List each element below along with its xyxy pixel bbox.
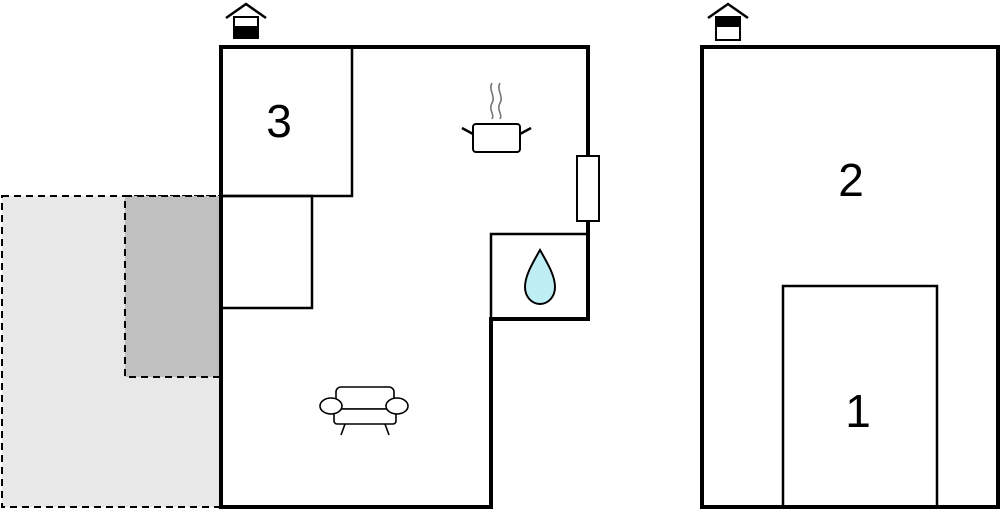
room-number-3: 3 [266, 95, 292, 147]
small-room-wall [221, 194, 314, 310]
room-1-wall [781, 284, 939, 507]
house-entrance-icon [225, 2, 267, 39]
bathroom-wall [489, 232, 588, 319]
house-entrance-icon [707, 2, 749, 41]
right-floor-plan: 2 1 [700, 2, 1000, 509]
terrace-covered-area [124, 195, 221, 378]
sofa-icon [319, 386, 409, 436]
left-floor-plan: 3 [219, 2, 600, 509]
water-drop-icon [523, 247, 557, 306]
room-number-2: 2 [838, 154, 864, 206]
cooking-pot-icon [461, 82, 532, 153]
room-number-1: 1 [845, 385, 871, 437]
right-floor-outer-wall [700, 45, 1000, 509]
terrace-areas [1, 195, 221, 508]
radiator-icon [576, 155, 600, 222]
